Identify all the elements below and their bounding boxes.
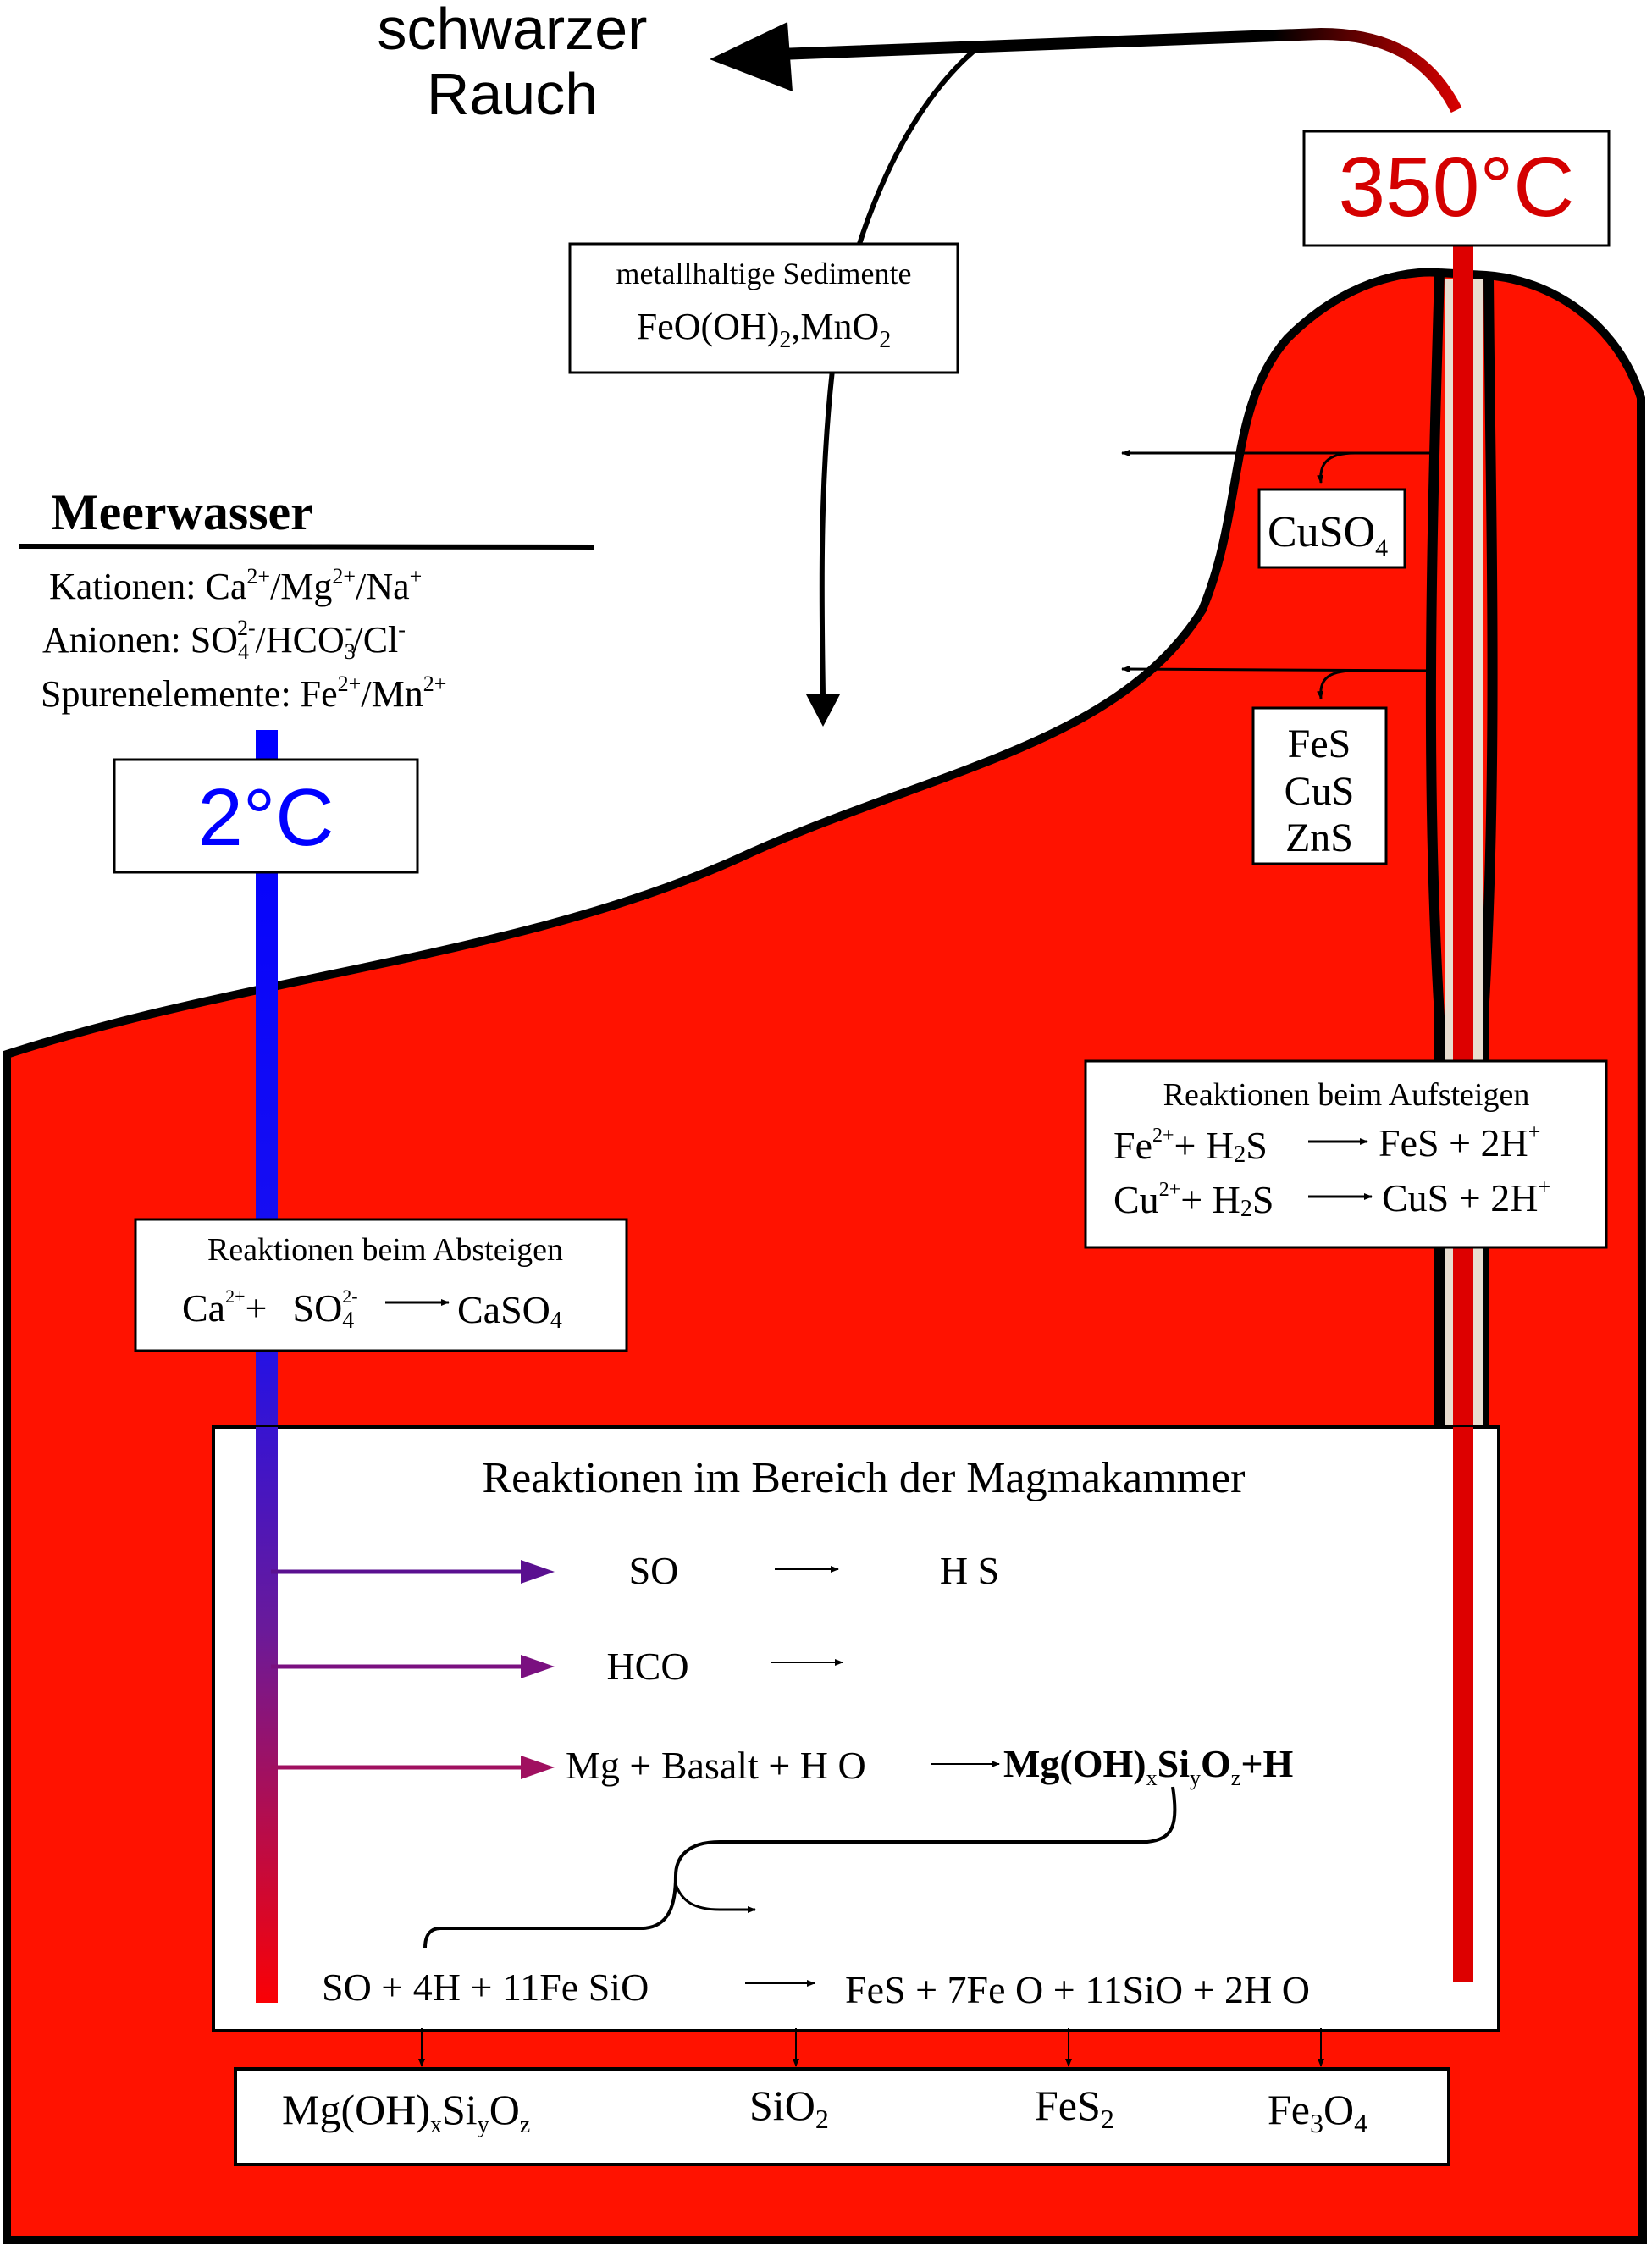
sediment-arrowhead — [806, 694, 840, 727]
sediments-formula: FeO(OH)2,MnO2 — [637, 306, 892, 353]
rising-r1-left: Fe2++ H2S — [1113, 1124, 1268, 1168]
hot-pipe-over-box — [1453, 1427, 1473, 1982]
magma-loop-branch — [674, 1883, 756, 1913]
magma-flow-arrowhead-2 — [521, 1655, 555, 1678]
rising-r1-right: FeS + 2H+ — [1379, 1120, 1540, 1164]
descending-right: CaSO4 — [457, 1288, 562, 1334]
smoke-plume — [778, 27, 1462, 113]
magma-row1-right: H S — [940, 1549, 999, 1592]
product-mgohsio: Mg(OH)xSiyOz — [282, 2086, 530, 2138]
seawater-anions: Anionen: SO42-/HCO3-/Cl- — [42, 616, 406, 664]
sulfide-flow-line — [1121, 666, 1436, 673]
cuso4-flow-hook — [1317, 451, 1356, 484]
cuso4-box — [1257, 488, 1406, 569]
descending-left: Ca2++SO42- — [182, 1286, 358, 1334]
magma-flow-arrowhead-3 — [521, 1756, 555, 1779]
rising-title: Reaktionen beim Aufsteigen — [1163, 1077, 1530, 1113]
product-sio2: SiO2 — [749, 2082, 829, 2134]
sulfide-flow-hook — [1317, 669, 1356, 699]
sulfide-zns: ZnS — [1285, 816, 1353, 860]
rising-r2-right: CuS + 2H+ — [1382, 1175, 1550, 1219]
chimney-wall-left — [1425, 272, 1445, 1431]
magma-row4-left: SO + 4H + 11Fe SiO — [322, 1966, 649, 2009]
product-fe3o4: Fe3O4 — [1268, 2086, 1367, 2138]
seawater-title: Meerwasser — [51, 484, 313, 540]
magma-row3-product: Mg(OH)xSiyOz+H — [1003, 1742, 1294, 1790]
products-box — [234, 2067, 1450, 2166]
magma-row2-left: HCO — [606, 1645, 688, 1688]
magma-title: Reaktionen im Bereich der Magmakammer — [482, 1454, 1245, 1502]
magma-loop-line — [423, 1786, 1177, 1949]
magma-flow-arrowhead-1 — [521, 1560, 555, 1584]
sulfide-fes: FeS — [1288, 722, 1351, 766]
sediments-box — [568, 242, 959, 374]
cold-temp-box — [113, 758, 419, 874]
descending-box — [134, 1218, 628, 1352]
rising-r2-left: Cu2++ H2S — [1113, 1178, 1274, 1222]
rising-box — [1084, 1059, 1608, 1249]
magma-row4-right: FeS + 7Fe O + 11SiO + 2H O — [845, 1968, 1310, 2011]
seawater-trace: Spurenelemente: Fe2+/Mn2+ — [41, 672, 446, 715]
smoke-label-2: Rauch — [427, 61, 598, 127]
seawater-rule — [18, 544, 595, 550]
cold-temp-label: 2°C — [197, 772, 334, 863]
magma-row1-left: SO — [629, 1549, 679, 1592]
descending-title: Reaktionen beim Absteigen — [207, 1232, 563, 1268]
chimney-wall-right — [1478, 274, 1498, 1431]
sediments-title: metallhaltige Sedimente — [616, 257, 912, 290]
sulfide-box — [1251, 706, 1388, 865]
cuso4-label: CuSO4 — [1268, 508, 1388, 562]
magma-box — [212, 1425, 1500, 2032]
product-fes2: FeS2 — [1035, 2082, 1114, 2134]
seawater-cations: Kationen: Ca2+/Mg2+/Na+ — [49, 564, 422, 607]
cold-pipe-over-box — [256, 1427, 278, 2003]
sulfide-cus: CuS — [1285, 769, 1355, 814]
hot-temp-label: 350°C — [1338, 140, 1574, 235]
hot-temp-box — [1302, 130, 1611, 247]
smoke-arrowhead — [710, 22, 793, 91]
smoke-label-1: schwarzer — [378, 0, 648, 62]
magma-row3-left: Mg + Basalt + H O — [566, 1744, 866, 1787]
